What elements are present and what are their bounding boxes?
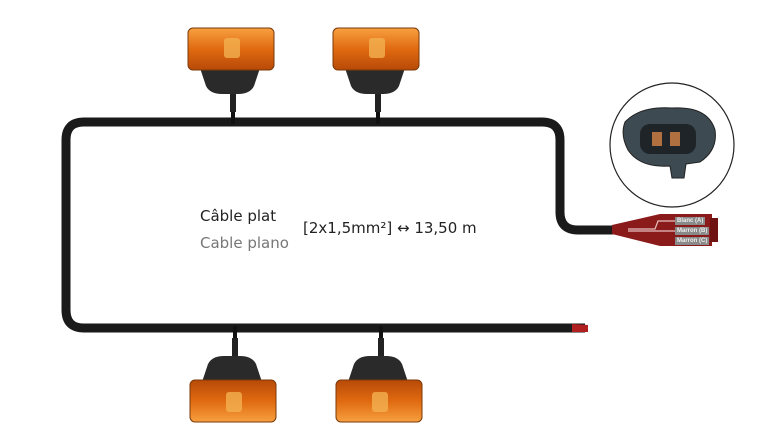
cable-name-french: Câble plat <box>200 207 277 225</box>
pin-label-c: Marron (C) <box>675 237 710 245</box>
pin-label-a: Blanc (A) <box>675 217 706 225</box>
marker-lamp-top-1 <box>187 27 275 125</box>
cable-spec: [2x1,5mm²] ↔ 13,50 m <box>303 219 477 237</box>
cable-name-spanish: Cable plano <box>200 234 289 252</box>
marker-lamp-bottom-1 <box>189 325 277 423</box>
marker-lamp-top-2 <box>332 27 420 125</box>
marker-lamp-bottom-2 <box>335 325 423 423</box>
pin-label-b: Marron (B) <box>675 227 710 235</box>
cable-end-cap <box>572 324 588 332</box>
connector-detail-inset <box>609 82 735 208</box>
flat-cable <box>61 117 628 333</box>
